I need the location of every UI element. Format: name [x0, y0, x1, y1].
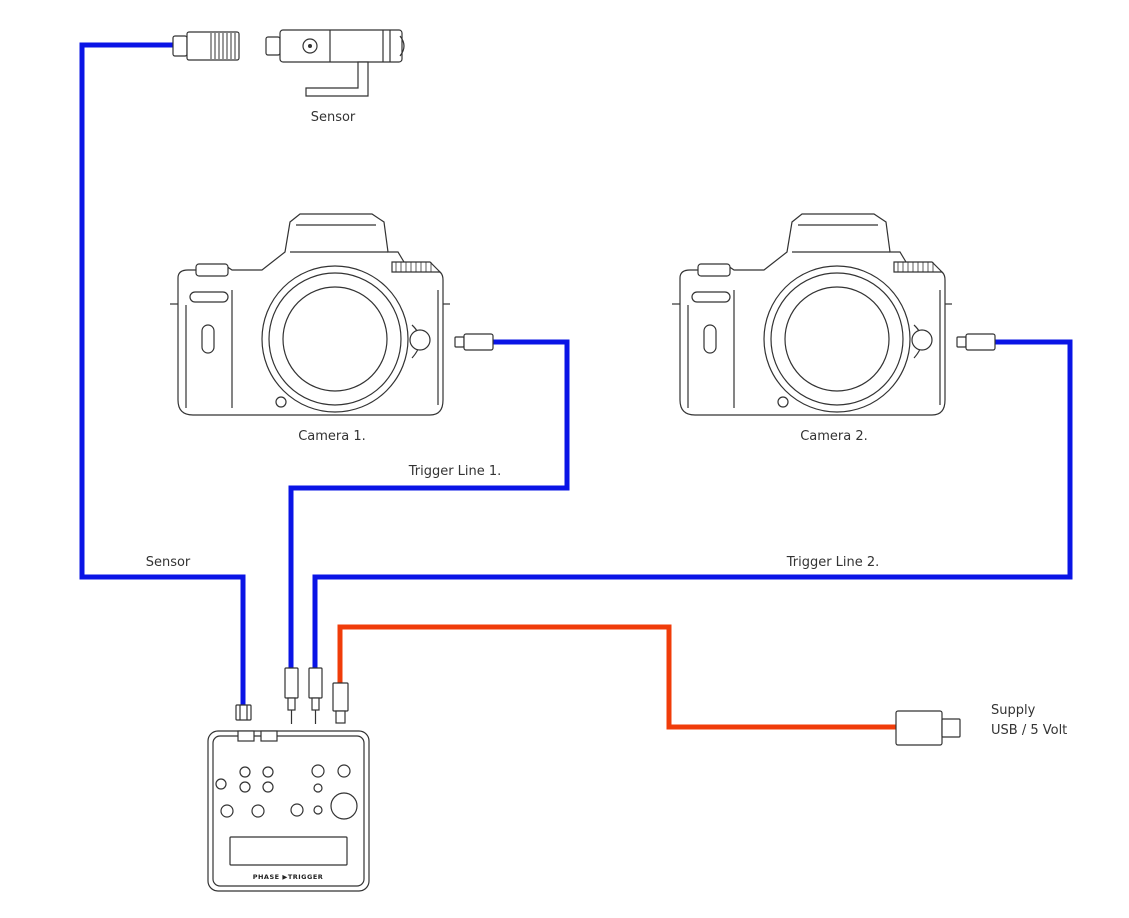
usb-plug-icon	[895, 710, 961, 746]
camera-1-label: Camera 1.	[298, 429, 366, 444]
sensor-cable-label: Sensor	[146, 555, 191, 570]
trigger-line-2-label: Trigger Line 2.	[786, 555, 880, 570]
device-brand-label: PHASE ▶TRIGGER	[253, 873, 324, 881]
sensor-icon	[172, 29, 405, 97]
camera-1-icon	[170, 213, 494, 416]
trigger-line-2-cable	[312, 339, 1073, 668]
sensor-cable	[79, 42, 246, 705]
device-plugs	[235, 667, 349, 724]
trigger-line-1-label: Trigger Line 1.	[408, 464, 502, 479]
sensor-device-label: Sensor	[311, 110, 356, 125]
cables	[79, 42, 1073, 730]
supply-cable	[337, 624, 896, 730]
supply-label: Supply	[991, 703, 1036, 718]
camera-2-label: Camera 2.	[800, 429, 868, 444]
trigger-line-1-cable	[288, 339, 570, 668]
camera-2-icon	[672, 213, 996, 416]
supply-voltage-label: USB / 5 Volt	[991, 723, 1067, 738]
trigger-device-icon	[207, 730, 370, 892]
